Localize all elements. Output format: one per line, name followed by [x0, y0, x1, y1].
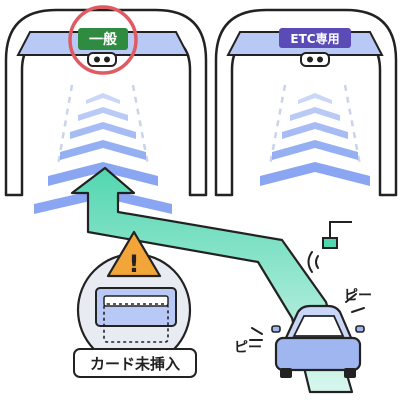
- card-status-box: [73, 348, 197, 378]
- card-warning-badge: ! カード未挿入: [73, 230, 197, 378]
- beep-left-label: ピー: [234, 340, 262, 356]
- car: [271, 304, 365, 378]
- etc-lane-label: ETC専用: [290, 31, 339, 46]
- signal-waves-icon: [307, 251, 319, 273]
- beep-left: ピー: [234, 327, 263, 356]
- etc-lane-gate: ETC専用: [214, 8, 398, 197]
- general-lane-markings: [56, 84, 150, 166]
- empty-card-outline: [103, 303, 169, 343]
- warning-exclamation: !: [129, 250, 140, 278]
- etc-antenna: [307, 221, 352, 273]
- beep-right-label: ピー: [344, 288, 372, 304]
- etc-lane-chevrons: [260, 93, 370, 186]
- route-arrow: [70, 166, 354, 394]
- general-lane-highlight-circle: [68, 5, 138, 75]
- general-lane-label: 一般: [89, 31, 117, 48]
- general-lane-camera: [87, 52, 117, 67]
- card-status-label: カード未挿入: [90, 355, 180, 373]
- card-reader-slot: [95, 287, 177, 327]
- warning-triangle-icon: !: [106, 230, 162, 278]
- beep-right: ピー: [344, 288, 372, 313]
- etc-lane-camera: [300, 52, 330, 67]
- general-lane-sign: [78, 28, 128, 50]
- etc-lane-markings: [268, 84, 362, 166]
- etc-lane-sign: [279, 28, 351, 48]
